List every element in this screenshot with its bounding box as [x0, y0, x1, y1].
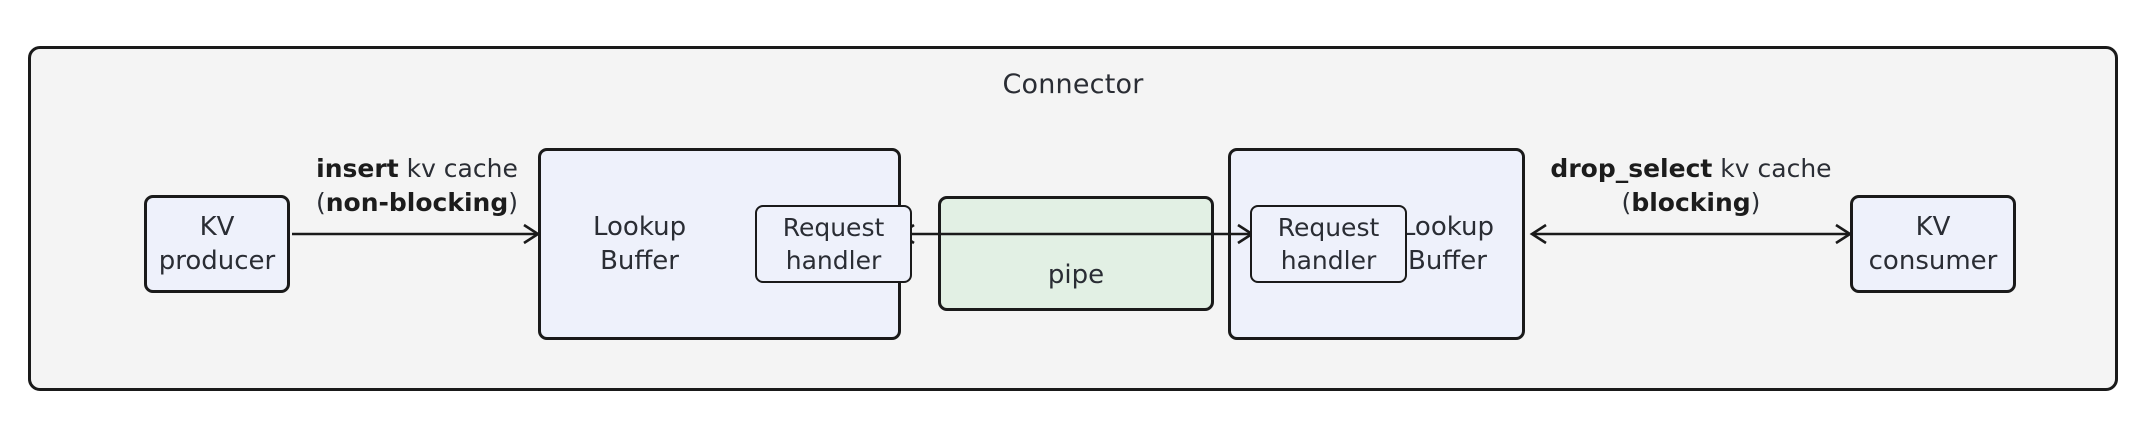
edge-label-insert-line1: insert kv cache [222, 152, 612, 186]
edge-label-insert-paren-close: ) [508, 187, 519, 217]
edge-label-insert-paren-open: ( [315, 187, 326, 217]
edge-label-drop-select-emphasis: drop_select [1550, 154, 1713, 183]
edge-label-insert-mode: non-blocking [325, 187, 509, 217]
edge-label-drop-select-line2: (blocking) [1498, 186, 1884, 220]
edge-label-insert-emphasis: insert [316, 154, 399, 183]
edge-label-drop-select-line1: drop_select kv cache [1498, 152, 1884, 186]
edge-label-drop-select-mode: blocking [1631, 187, 1751, 217]
arrow-pipe-bidirectional [897, 223, 1255, 245]
edge-label-insert-line2: (non-blocking) [222, 186, 612, 220]
edge-label-insert-rest: kv cache [398, 154, 518, 183]
edge-label-drop-select: drop_select kv cache (blocking) [1498, 152, 1884, 219]
node-pipe[interactable]: pipe [938, 196, 1214, 311]
edge-label-drop-select-paren-open: ( [1621, 187, 1632, 217]
node-pipe-label: pipe [1047, 259, 1105, 290]
edge-label-drop-select-rest: kv cache [1712, 154, 1832, 183]
arrow-drop-select-bidirectional [1529, 223, 1853, 245]
connector-title: Connector [1002, 69, 1144, 100]
edge-label-drop-select-paren-close: ) [1750, 187, 1761, 217]
edge-label-insert: insert kv cache (non-blocking) [222, 152, 612, 219]
arrow-insert [292, 223, 541, 245]
